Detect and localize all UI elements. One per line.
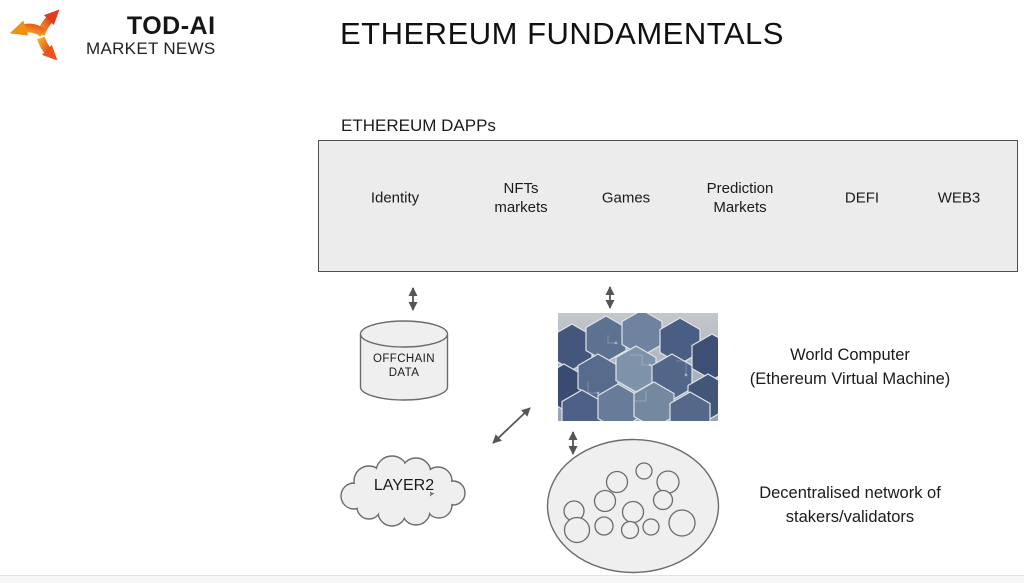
page-title: ETHEREUM FUNDAMENTALS	[340, 16, 784, 51]
world-computer-line2: (Ethereum Virtual Machine)	[749, 370, 951, 388]
offchain-database-cylinder	[359, 320, 449, 401]
validators-label: Decentralised network of stakers/validat…	[728, 481, 972, 529]
dapp-item-defi: DEFI	[844, 189, 880, 207]
dapps-box: Identity NFTs markets Games Prediction M…	[318, 140, 1018, 272]
offchain-line2: DATA	[388, 366, 420, 379]
validators-line1: Decentralised network of	[759, 484, 941, 502]
footer-strip	[0, 575, 1024, 583]
validators-network-ellipse	[546, 438, 720, 574]
layer2-cloud	[340, 455, 466, 527]
dapp-item-games: Games	[601, 189, 651, 207]
world-computer-line1: World Computer	[790, 346, 910, 364]
dapp-item-web3: WEB3	[937, 189, 981, 207]
world-computer-label: World Computer (Ethereum Virtual Machine…	[728, 343, 972, 391]
offchain-line1: OFFCHAIN	[373, 353, 435, 365]
validators-line2: stakers/validators	[785, 508, 915, 526]
logo-brand: TOD-AI	[126, 12, 216, 40]
evm-hexagon-image	[558, 313, 718, 421]
dapp-item-identity: Identity	[370, 189, 420, 207]
layer2-label: LAYER2	[373, 477, 435, 494]
dapps-box-label: ETHEREUM DAPPs	[341, 116, 496, 135]
logo-tagline: MARKET NEWS	[86, 39, 216, 58]
dapp-item-nfts-markets: NFTs markets	[494, 180, 548, 216]
logo-text: TOD-AI MARKET NEWS	[86, 13, 216, 58]
dapp-item-prediction-markets: Prediction Markets	[706, 180, 774, 216]
logo: TOD-AI MARKET NEWS	[8, 6, 216, 65]
arrow-layer2-evm	[492, 407, 531, 444]
offchain-data-label: OFFCHAIN DATA	[360, 353, 448, 380]
logo-branching-arrows-icon	[8, 6, 82, 65]
